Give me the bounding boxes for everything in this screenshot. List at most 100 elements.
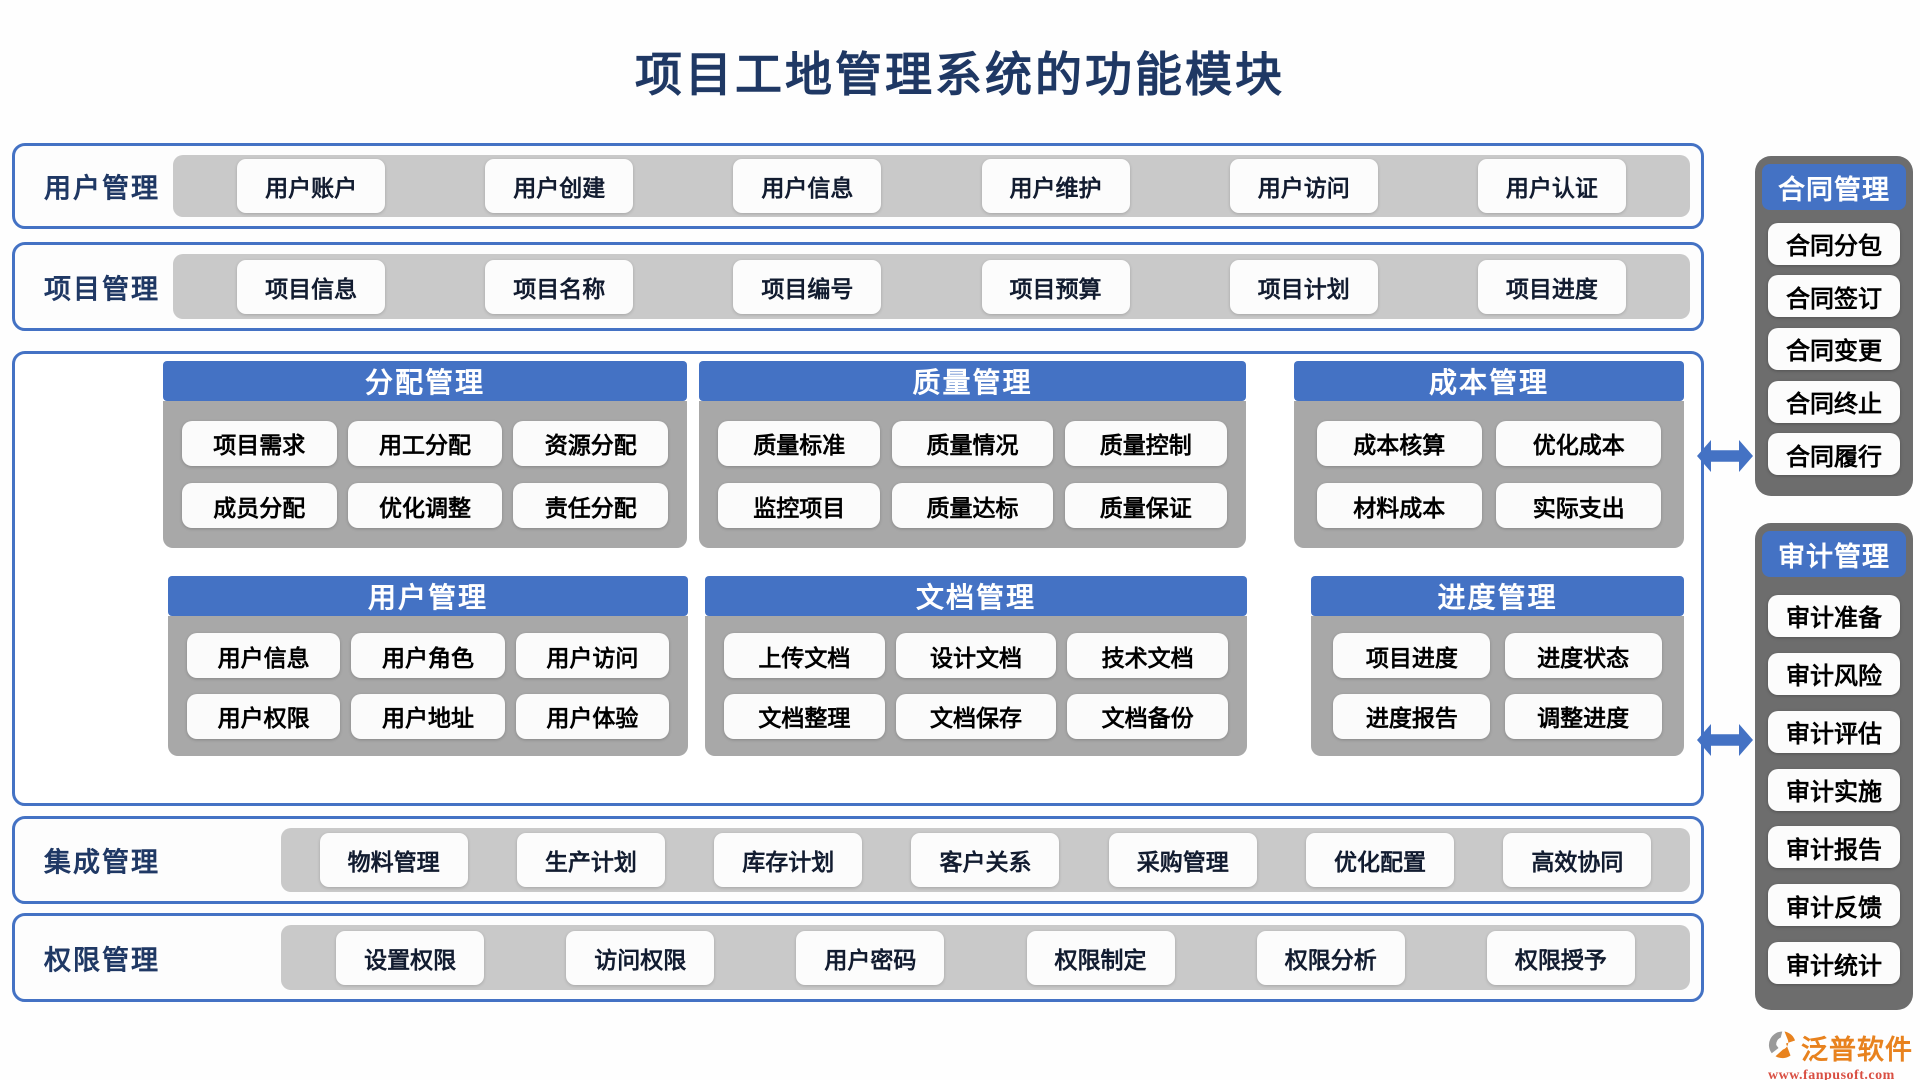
sidebar-title: 合同管理 bbox=[1762, 164, 1906, 210]
band-label: 权限管理 bbox=[44, 945, 160, 975]
module-button[interactable]: 项目名称 bbox=[485, 259, 634, 314]
module-button[interactable]: 用户创建 bbox=[485, 159, 634, 213]
band-items: 项目信息 项目名称 项目编号 项目预算 项目计划 项目进度 bbox=[173, 254, 1690, 319]
module-button[interactable]: 进度状态 bbox=[1504, 633, 1662, 679]
module-button[interactable]: 用户认证 bbox=[1477, 159, 1626, 213]
module-band: 集成管理 物料管理 生产计划 库存计划 客户关系 采购管理 优化配置 bbox=[12, 816, 1704, 904]
module-button[interactable]: 合同签订 bbox=[1768, 275, 1900, 318]
band-items: 设置权限 访问权限 用户密码 权限制定 权限分析 权限授予 bbox=[281, 925, 1690, 990]
module-button[interactable]: 设置权限 bbox=[336, 930, 485, 985]
module-button[interactable]: 权限分析 bbox=[1256, 930, 1405, 985]
module-button[interactable]: 用户信息 bbox=[733, 159, 882, 213]
panel-title: 质量管理 bbox=[699, 361, 1246, 401]
module-button[interactable]: 资源分配 bbox=[513, 420, 669, 466]
module-button[interactable]: 质量保证 bbox=[1064, 483, 1227, 529]
module-button[interactable]: 项目计划 bbox=[1229, 259, 1378, 314]
module-button[interactable]: 客户关系 bbox=[911, 833, 1060, 887]
module-button[interactable]: 高效协同 bbox=[1503, 833, 1652, 887]
module-band: 权限管理 设置权限 访问权限 用户密码 权限制定 权限分析 权限授予 bbox=[12, 913, 1704, 1002]
module-button[interactable]: 监控项目 bbox=[718, 483, 881, 529]
module-panel: 分配管理 项目需求 用工分配 资源分配 成员分配 优化调整 bbox=[163, 361, 687, 548]
module-button[interactable]: 项目编号 bbox=[733, 259, 882, 314]
panel-items: 成本核算 优化成本 材料成本 实际支出 bbox=[1294, 401, 1684, 548]
module-button[interactable]: 项目进度 bbox=[1333, 633, 1491, 679]
module-button[interactable]: 项目进度 bbox=[1477, 259, 1626, 314]
module-button[interactable]: 成员分配 bbox=[181, 483, 337, 529]
module-button[interactable]: 用户密码 bbox=[796, 930, 945, 985]
module-button[interactable]: 权限制定 bbox=[1026, 930, 1175, 985]
band-label: 用户管理 bbox=[44, 173, 160, 204]
module-button[interactable]: 上传文档 bbox=[724, 633, 885, 679]
module-button[interactable]: 质量标准 bbox=[718, 420, 881, 466]
module-button[interactable]: 用户地址 bbox=[351, 693, 505, 739]
module-button[interactable]: 质量达标 bbox=[891, 483, 1054, 529]
module-button[interactable]: 用工分配 bbox=[347, 420, 503, 466]
module-button[interactable]: 优化成本 bbox=[1496, 420, 1662, 466]
module-button[interactable]: 合同变更 bbox=[1768, 327, 1900, 370]
module-band: 用户管理 用户账户 用户创建 用户信息 用户维护 用户访问 用户认证 bbox=[12, 143, 1704, 229]
module-button[interactable]: 用户体验 bbox=[515, 693, 670, 739]
module-button[interactable]: 调整进度 bbox=[1504, 693, 1662, 739]
module-button[interactable]: 优化调整 bbox=[347, 483, 503, 529]
module-panel: 用户管理 用户信息 用户角色 用户访问 用户权限 用户地址 bbox=[168, 576, 688, 756]
module-sidebar: 合同管理 合同分包 合同签订 合同变更 合同终止 合同履行 bbox=[1755, 156, 1913, 496]
double-arrow-icon bbox=[1697, 724, 1753, 756]
panel-items: 上传文档 设计文档 技术文档 文档整理 文档保存 文档备份 bbox=[705, 616, 1247, 756]
module-panel: 质量管理 质量标准 质量情况 质量控制 监控项目 质量达标 bbox=[699, 361, 1246, 548]
module-button[interactable]: 技术文档 bbox=[1067, 633, 1228, 679]
module-sidebar: 审计管理 审计准备 审计风险 审计评估 审计实施 审计报告 审计反馈 bbox=[1755, 523, 1913, 1010]
module-button[interactable]: 审计报告 bbox=[1768, 826, 1900, 869]
module-button[interactable]: 用户账户 bbox=[237, 159, 386, 213]
module-button[interactable]: 文档保存 bbox=[895, 693, 1057, 739]
module-button[interactable]: 进度报告 bbox=[1333, 693, 1491, 739]
page-title: 项目工地管理系统的功能模块 bbox=[635, 50, 1285, 102]
module-button[interactable]: 物料管理 bbox=[319, 833, 468, 887]
module-button[interactable]: 文档整理 bbox=[724, 693, 885, 739]
module-button[interactable]: 用户信息 bbox=[186, 633, 341, 679]
module-button[interactable]: 责任分配 bbox=[513, 483, 669, 529]
module-button[interactable]: 设计文档 bbox=[895, 633, 1057, 679]
module-panel: 成本管理 成本核算 优化成本 材料成本 实际支出 bbox=[1294, 361, 1684, 548]
module-button[interactable]: 合同终止 bbox=[1768, 380, 1900, 423]
module-button[interactable]: 审计实施 bbox=[1768, 768, 1900, 811]
module-button[interactable]: 审计风险 bbox=[1768, 652, 1900, 695]
module-panel: 文档管理 上传文档 设计文档 技术文档 文档整理 文档保存 bbox=[705, 576, 1247, 756]
module-button[interactable]: 用户访问 bbox=[1229, 159, 1378, 213]
panel-items: 用户信息 用户角色 用户访问 用户权限 用户地址 用户体验 bbox=[168, 616, 688, 756]
module-button[interactable]: 库存计划 bbox=[714, 833, 863, 887]
module-button[interactable]: 审计准备 bbox=[1768, 594, 1900, 637]
module-button[interactable]: 用户维护 bbox=[981, 159, 1130, 213]
module-button[interactable]: 文档备份 bbox=[1067, 693, 1228, 739]
panel-title: 文档管理 bbox=[705, 576, 1247, 616]
module-button[interactable]: 采购管理 bbox=[1108, 833, 1257, 887]
module-button[interactable]: 实际支出 bbox=[1496, 483, 1662, 529]
module-button[interactable]: 用户权限 bbox=[186, 693, 341, 739]
module-button[interactable]: 审计反馈 bbox=[1768, 884, 1900, 927]
sidebar-items: 合同分包 合同签订 合同变更 合同终止 合同履行 bbox=[1755, 212, 1913, 486]
module-button[interactable]: 成本核算 bbox=[1316, 420, 1482, 466]
module-button[interactable]: 用户角色 bbox=[351, 633, 505, 679]
module-button[interactable]: 质量控制 bbox=[1064, 420, 1227, 466]
module-button[interactable]: 项目预算 bbox=[981, 259, 1130, 314]
module-button[interactable]: 材料成本 bbox=[1316, 483, 1482, 529]
module-button[interactable]: 审计统计 bbox=[1768, 942, 1900, 985]
module-button[interactable]: 项目需求 bbox=[181, 420, 337, 466]
panel-items: 项目进度 进度状态 进度报告 调整进度 bbox=[1311, 616, 1684, 756]
band-label: 项目管理 bbox=[44, 274, 160, 304]
module-button[interactable]: 用户访问 bbox=[515, 633, 670, 679]
module-button[interactable]: 审计评估 bbox=[1768, 710, 1900, 753]
module-panels-container: 分配管理 项目需求 用工分配 资源分配 成员分配 优化调整 bbox=[12, 351, 1704, 806]
panel-title: 成本管理 bbox=[1294, 361, 1684, 401]
vendor-name: 泛普软件 bbox=[1801, 1035, 1913, 1065]
module-button[interactable]: 访问权限 bbox=[566, 930, 715, 985]
module-button[interactable]: 生产计划 bbox=[516, 833, 665, 887]
module-button[interactable]: 优化配置 bbox=[1306, 833, 1455, 887]
module-button[interactable]: 权限授予 bbox=[1486, 930, 1635, 985]
module-button[interactable]: 质量情况 bbox=[891, 420, 1054, 466]
module-button[interactable]: 合同履行 bbox=[1768, 433, 1900, 476]
module-button[interactable]: 合同分包 bbox=[1768, 222, 1900, 265]
panel-title: 分配管理 bbox=[163, 361, 687, 401]
module-band: 项目管理 项目信息 项目名称 项目编号 项目预算 项目计划 项目进度 bbox=[12, 242, 1704, 331]
module-button[interactable]: 项目信息 bbox=[237, 259, 386, 314]
